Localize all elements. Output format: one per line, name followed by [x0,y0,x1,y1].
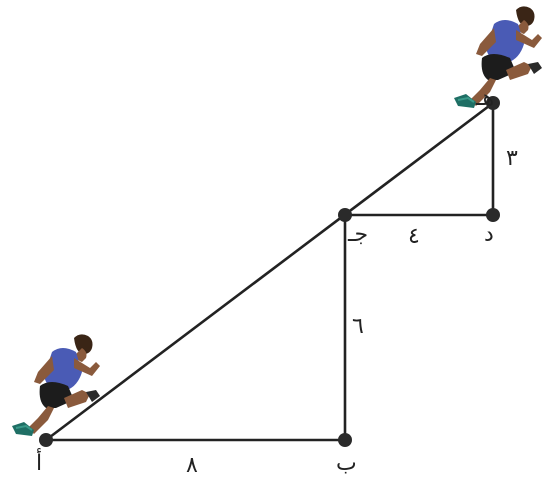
segment-label-de: ٣ [506,146,518,171]
diagram-points [39,96,500,447]
runner-icon [454,6,542,108]
point-c [338,208,352,222]
runner-icon [12,334,100,436]
point-label-b: ب [336,451,357,476]
point-d [486,208,500,222]
segment-label-cd: ٤ [408,224,420,249]
segment-ae [45,101,494,442]
point-label-c: جـ [348,222,369,247]
point-label-e: هـ [476,86,495,111]
diagram-lines [45,101,495,442]
segment-label-bc: ٦ [352,314,364,339]
segment-label-ab: ٨ [186,453,198,478]
point-label-a: أ [36,451,43,476]
point-e [486,96,500,110]
point-b [338,433,352,447]
point-label-d: د [484,222,494,247]
point-a [39,433,53,447]
